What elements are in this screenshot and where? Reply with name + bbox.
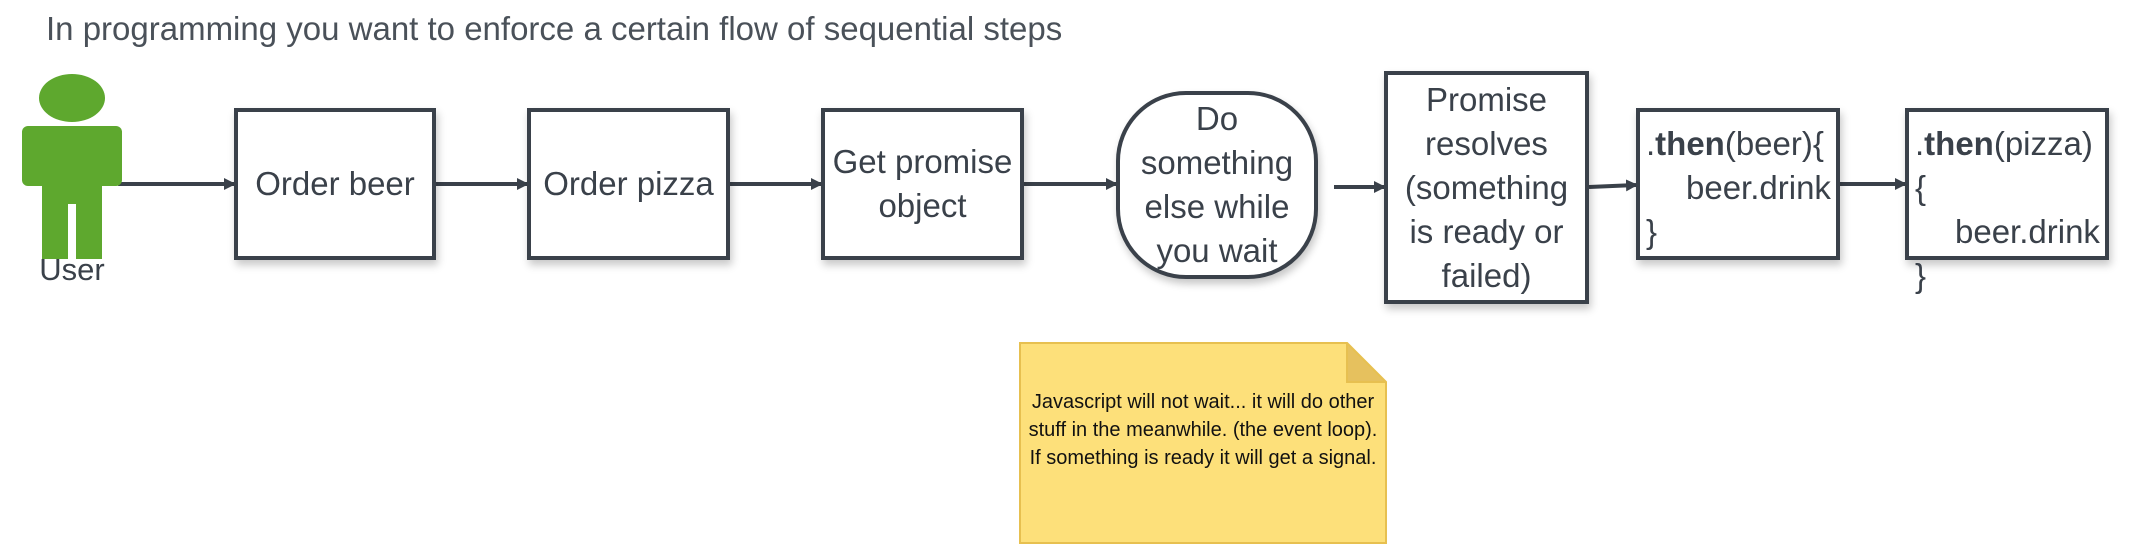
code-line-beer-drink: beer.drink <box>1955 213 2100 250</box>
code-block-then-beer: .then(beer){ beer.drink } <box>1636 108 1840 260</box>
sticky-note-text: Javascript will not wait... it will do o… <box>1028 391 1378 469</box>
step-do-something-else: Do something else while you wait <box>1116 91 1318 279</box>
code-line-close-brace: } <box>1646 213 1658 250</box>
step-promise-resolves: Promise resolves (something is ready or … <box>1384 71 1589 304</box>
user-label: User <box>39 252 105 287</box>
step-get-promise-object: Get promise object <box>821 108 1024 260</box>
step-order-pizza-label: Order pizza <box>543 165 714 202</box>
code-block-then-pizza: .then(pizza){ beer.drink } <box>1905 108 2109 294</box>
code-line-beer-drink: beer.drink <box>1686 169 1831 206</box>
step-order-beer: Order beer <box>234 108 436 260</box>
step-get-promise-object-label: Get promise object <box>832 143 1013 224</box>
code-line-close-brace: } <box>1915 257 1927 294</box>
step-order-pizza: Order pizza <box>527 108 730 260</box>
arrow-resolves-to-then-beer <box>1588 179 1638 192</box>
sticky-note <box>1019 342 1387 544</box>
step-do-something-else-label: Do something else while you wait <box>1140 100 1294 269</box>
user-icon <box>22 74 122 259</box>
code-line-then-pizza: .then(pizza){ <box>1915 125 2093 206</box>
diagram-title: In programming you want to enforce a cer… <box>46 10 1063 47</box>
step-order-beer-label: Order beer <box>255 165 415 202</box>
code-line-then-beer: .then(beer){ <box>1646 125 1824 162</box>
step-promise-resolves-label: Promise resolves (something is ready or … <box>1404 80 1569 294</box>
